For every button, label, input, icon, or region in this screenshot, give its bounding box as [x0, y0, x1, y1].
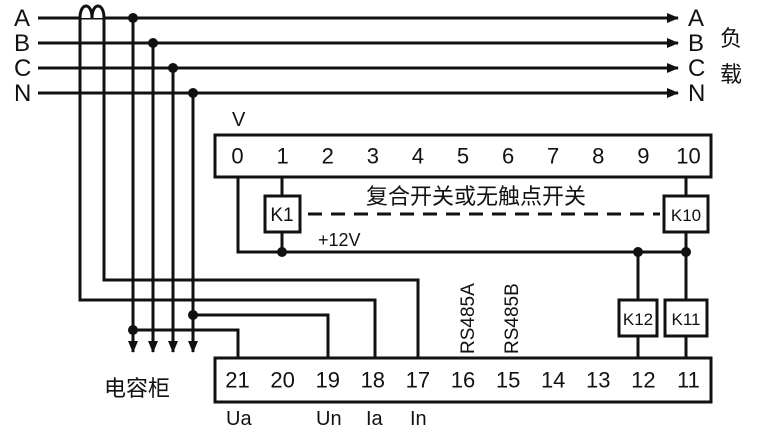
bottom-terminal-15: 15 [496, 368, 520, 393]
phase-label-right-b: B [688, 30, 704, 57]
phase-label-right-a: A [688, 5, 704, 32]
top-terminal-2: 2 [322, 144, 334, 169]
supply-junctions [277, 247, 691, 257]
top-terminal-7: 7 [547, 144, 559, 169]
switch-label: 复合开关或无触点开关 [366, 185, 586, 210]
relay-k10: K10 [662, 177, 710, 252]
relay-k1: K1 [263, 177, 302, 252]
bus-junctions [128, 13, 198, 335]
bottom-terminal-11: 11 [677, 368, 700, 393]
capacitor-cabinet-label: 电容柜 [104, 377, 170, 402]
bottom-terminal-14: 14 [541, 368, 565, 393]
top-terminal-1: 1 [277, 144, 289, 169]
relay-k11: K11 [663, 298, 709, 358]
top-terminal-9: 9 [637, 144, 649, 169]
top-terminal-4: 4 [412, 144, 424, 169]
top-terminal-3: 3 [367, 144, 379, 169]
bottom-terminal-17: 17 [406, 368, 430, 393]
label-ia: Ia [366, 408, 384, 430]
label-un: Un [316, 408, 342, 430]
rs485a-label: RS485A [458, 283, 479, 354]
top-terminal-8: 8 [592, 144, 604, 169]
phase-label-right-c: C [688, 55, 705, 82]
load-label-char-1: 负 [720, 27, 742, 52]
relay-k12-label: K12 [623, 310, 653, 329]
relay-k1-label: K1 [270, 205, 293, 226]
phase-label-left-b: B [14, 30, 30, 57]
relay-k11-label: K11 [672, 310, 701, 329]
current-transformer-coil [78, 4, 106, 19]
rs485b-label: RS485B [502, 283, 523, 354]
top-terminal-strip [213, 133, 713, 179]
relay-k12: K12 [617, 298, 659, 358]
bottom-terminal-numbers: 21 20 19 18 17 16 15 14 13 12 11 [225, 368, 700, 393]
bottom-terminal-18: 18 [361, 368, 385, 393]
bottom-terminal-16: 16 [451, 368, 475, 393]
top-terminal-10: 10 [676, 144, 700, 169]
supply-line [236, 177, 688, 300]
top-terminal-numbers: 0 1 2 3 4 5 6 7 8 9 10 [231, 144, 700, 169]
phase-label-left-c: C [14, 55, 31, 82]
voltage-label: V [232, 109, 246, 131]
top-terminal-0: 0 [231, 144, 243, 169]
bottom-terminal-20: 20 [270, 368, 294, 393]
supply-label: +12V [318, 230, 361, 250]
label-in: In [410, 408, 427, 430]
bottom-terminal-12: 12 [631, 368, 655, 393]
phase-label-left-n: N [14, 80, 31, 107]
top-terminal-5: 5 [457, 144, 469, 169]
load-label-char-2: 载 [720, 63, 742, 88]
voltage-leads [133, 313, 330, 358]
phase-bus [38, 13, 679, 98]
relay-k10-label: K10 [671, 206, 701, 225]
phase-label-right-n: N [688, 80, 705, 107]
label-ua: Ua [226, 408, 252, 430]
bottom-terminal-21: 21 [225, 368, 249, 393]
phase-label-left-a: A [14, 5, 30, 32]
bottom-terminal-19: 19 [315, 368, 339, 393]
top-terminal-6: 6 [502, 144, 514, 169]
bottom-terminal-strip [213, 356, 713, 404]
ct-leads [78, 18, 420, 358]
bottom-terminal-13: 13 [586, 368, 610, 393]
